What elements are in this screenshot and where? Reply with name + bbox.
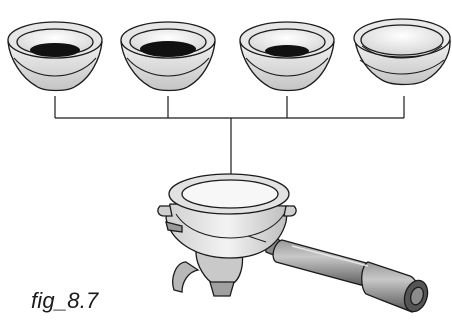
blind-filter bbox=[354, 19, 450, 85]
figure-caption: fig_8.7 bbox=[31, 288, 98, 314]
filter-basket-1 bbox=[8, 22, 102, 91]
filter-basket-2 bbox=[121, 22, 215, 91]
portafilter-handle bbox=[264, 236, 431, 315]
portafilter bbox=[158, 174, 431, 315]
filter-basket-3 bbox=[240, 22, 334, 91]
